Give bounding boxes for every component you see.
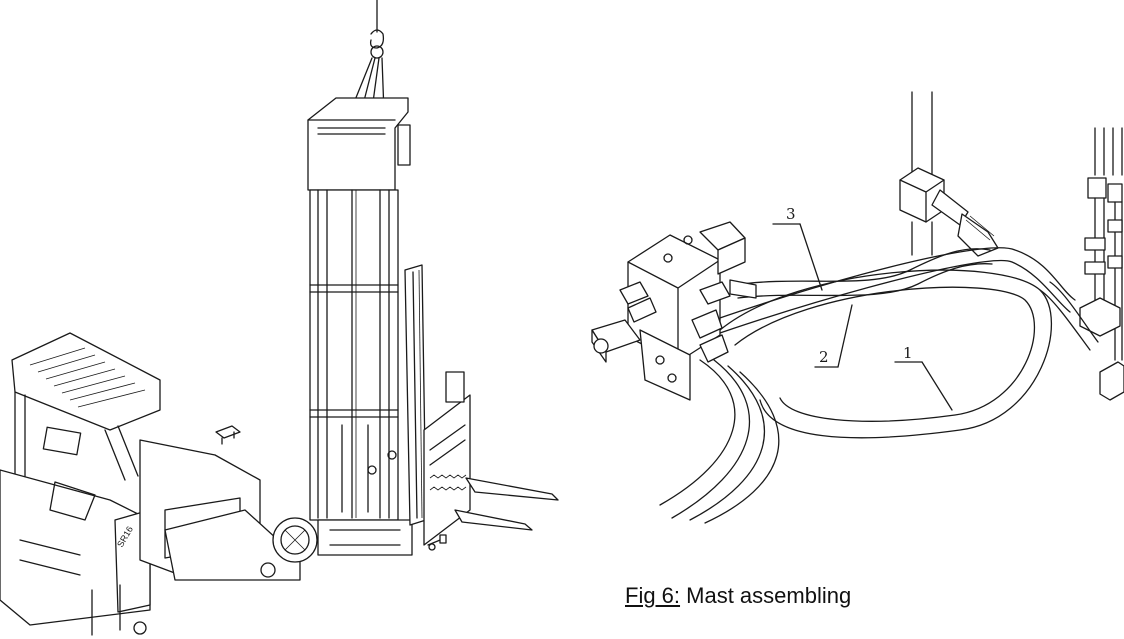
callout-3: 3: [772, 205, 823, 291]
fork-carriage: [423, 371, 471, 546]
svg-text:1: 1: [903, 344, 913, 362]
mast-assembly: [307, 97, 427, 556]
hydraulic-hose-3: [734, 248, 1099, 351]
fork-lower: [454, 509, 533, 531]
hose-coupling-icon: [931, 189, 999, 257]
fork-upper: [465, 477, 559, 501]
vertical-pipes-right: [1079, 127, 1124, 401]
callout-1: 1: [894, 344, 953, 411]
figure-caption: Fig 6: Mast assembling: [625, 583, 851, 609]
reach-truck: [0, 332, 318, 636]
vertical-pipe-left: [899, 91, 945, 256]
hydraulic-hose-2: [659, 247, 1076, 353]
figure-caption-prefix: Fig 6:: [625, 583, 681, 608]
callout-2: 2: [814, 304, 853, 368]
svg-text:3: 3: [786, 205, 796, 223]
figure-caption-text: Mast assembling: [680, 583, 852, 608]
valve-block: [591, 221, 757, 401]
bolt-icon: [427, 534, 447, 551]
clamp-part-icon: [215, 425, 241, 445]
hydraulic-hoses-lower: [659, 359, 780, 524]
crane-hook-icon: [369, 0, 385, 59]
svg-text:2: 2: [819, 348, 829, 366]
